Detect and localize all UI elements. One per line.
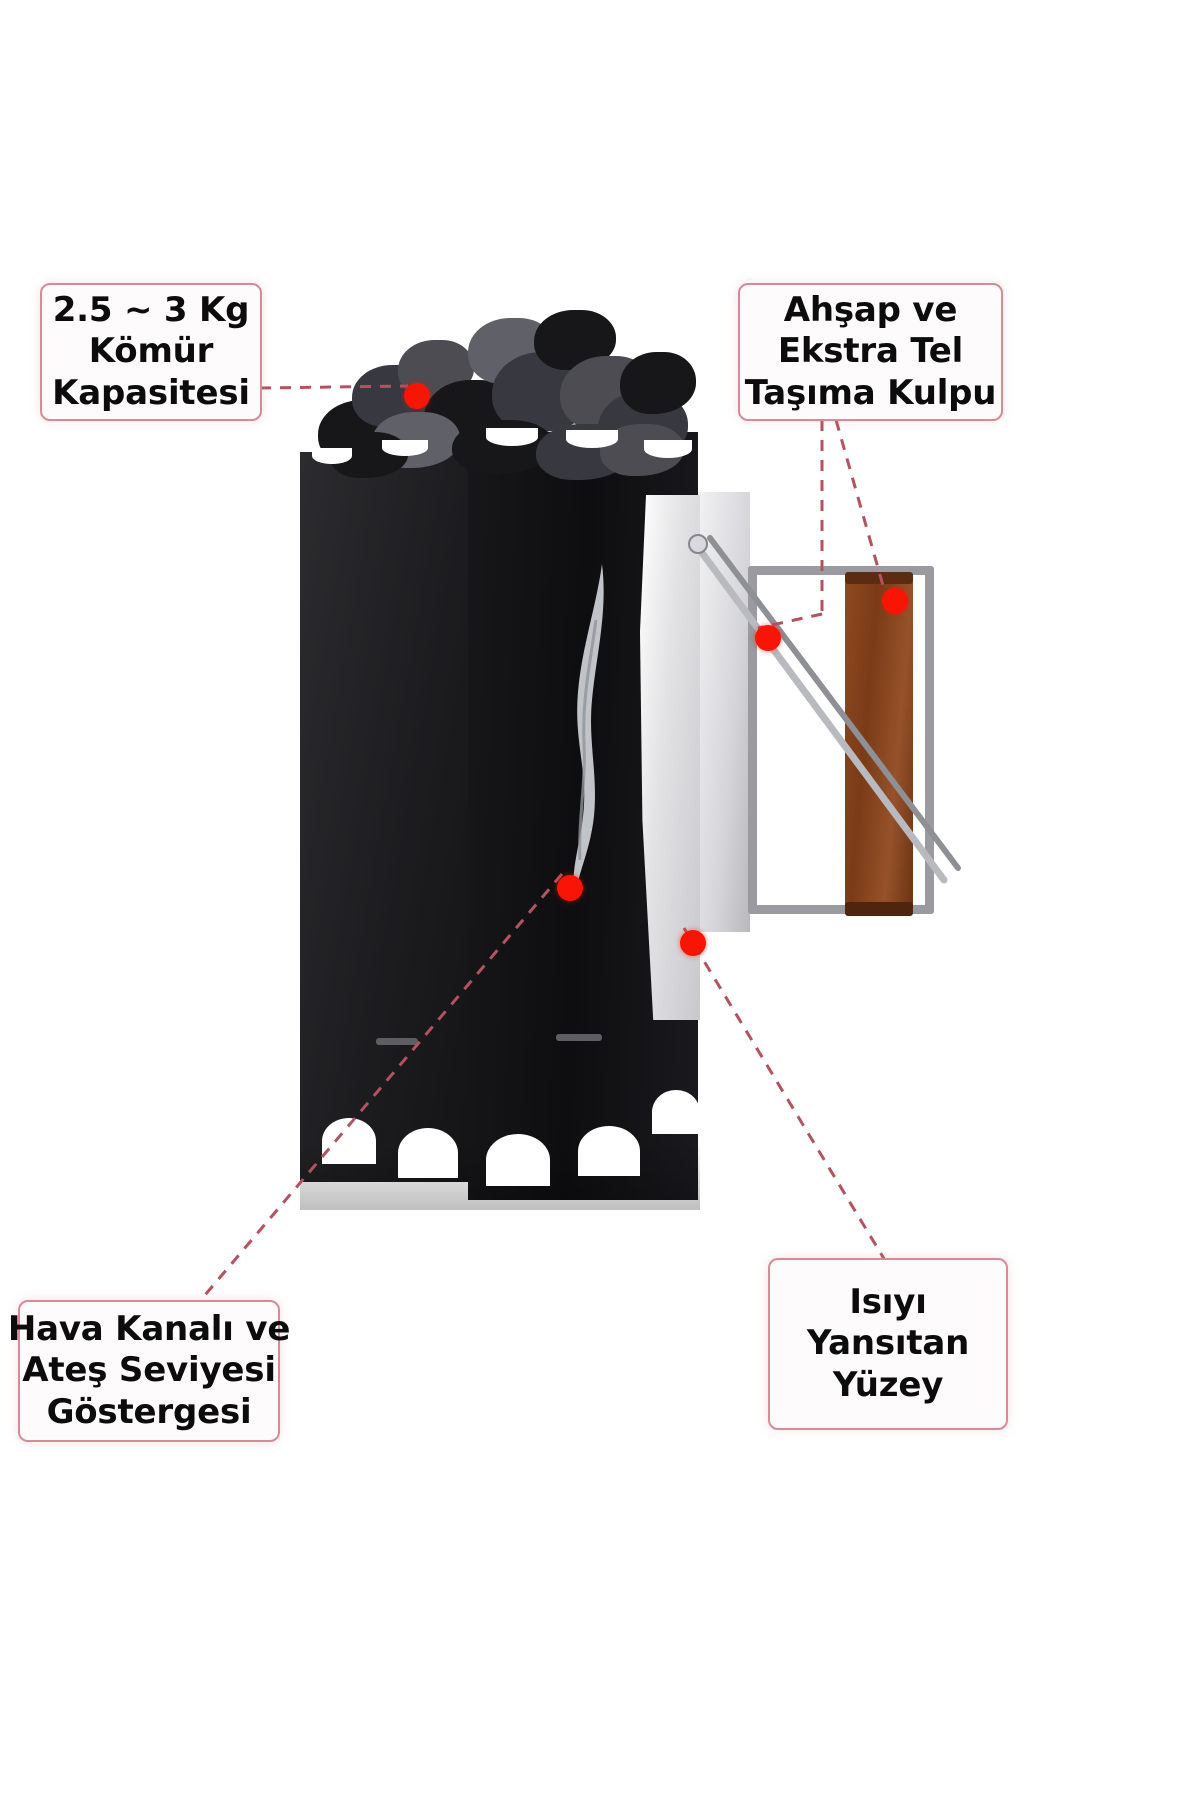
- coal-lump: [620, 352, 696, 414]
- callout-coal-capacity[interactable]: 2.5 ~ 3 Kg Kömür Kapasitesi: [40, 283, 262, 421]
- hotspot-airvent[interactable]: [557, 875, 583, 901]
- rim-cutout: [312, 448, 352, 464]
- callout-line: Ateş Seviyesi: [22, 1350, 276, 1391]
- callout-line: Isıyı: [849, 1281, 927, 1322]
- wire-handle-rods: [688, 534, 961, 884]
- wooden-handle-grip: [845, 580, 913, 910]
- flame-cutout: [573, 564, 604, 901]
- callout-line: Kapasitesi: [52, 372, 250, 413]
- hotspot-handle-wood[interactable]: [882, 588, 908, 614]
- hotspot-capacity[interactable]: [404, 383, 430, 409]
- foot-arch-cutout: [398, 1128, 458, 1178]
- foot-arch-cutout: [578, 1126, 640, 1176]
- wire-bracket-bottom-rail: [748, 905, 934, 914]
- callout-heat-reflecting-surface[interactable]: Isıyı Yansıtan Yüzey: [768, 1258, 1008, 1430]
- callout-line: Yüzey: [832, 1364, 944, 1405]
- callout-air-channel-fire-level[interactable]: Hava Kanalı ve Ateş Seviyesi Göstergesi: [8, 1300, 290, 1442]
- rim-cutout: [486, 428, 538, 446]
- rim-cutout: [644, 440, 692, 458]
- air-vent-slot: [376, 1038, 418, 1045]
- callout-line: Yansıtan: [806, 1323, 970, 1364]
- callout-line: Göstergesi: [46, 1391, 252, 1432]
- air-vent-slot: [556, 1034, 602, 1041]
- callout-line: Kömür: [88, 331, 214, 372]
- foot-arch-cutout: [486, 1134, 550, 1186]
- callout-line: 2.5 ~ 3 Kg: [52, 289, 250, 330]
- wire-bracket-left-post: [748, 566, 757, 914]
- wire-bracket-right-post: [925, 566, 934, 914]
- hotspot-handle-wire[interactable]: [755, 625, 781, 651]
- chimney-body-left-face: [300, 452, 470, 1182]
- callout-line: Ahşap ve: [783, 289, 958, 330]
- rim-cutout: [382, 440, 428, 456]
- foot-arch-cutout: [652, 1090, 700, 1134]
- rim-cutout: [566, 430, 618, 448]
- callout-line: Taşıma Kulpu: [744, 372, 997, 413]
- wood-grip-cap-bottom: [845, 902, 913, 916]
- foot-arch-cutout: [322, 1118, 376, 1164]
- callout-wood-wire-handle[interactable]: Ahşap ve Ekstra Tel Taşıma Kulpu: [738, 283, 1003, 421]
- heat-shield-back-panel: [698, 492, 750, 932]
- hotspot-heat[interactable]: [680, 930, 706, 956]
- callout-line: Ekstra Tel: [777, 331, 964, 372]
- callout-line: Hava Kanalı ve: [7, 1308, 291, 1349]
